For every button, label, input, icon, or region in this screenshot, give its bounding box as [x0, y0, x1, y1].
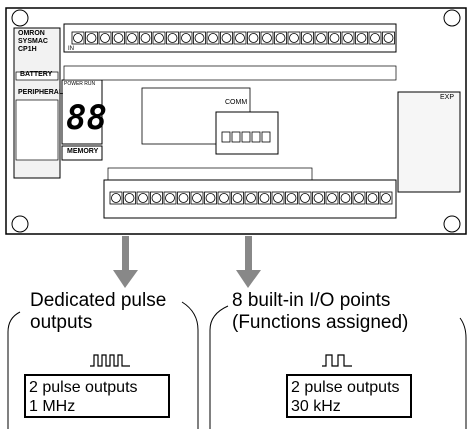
mount-hole-top-right	[443, 9, 461, 27]
exp-label: EXP	[440, 94, 455, 101]
arrow-left-shaft	[122, 236, 129, 272]
callout-left-box: 2 pulse outputs 1 MHz	[24, 374, 170, 418]
terminal-screw-head	[381, 193, 391, 203]
brand-line-3: CP1H	[18, 46, 37, 53]
terminal-screw-head	[235, 33, 245, 43]
terminal-screw-head	[313, 193, 324, 203]
callout-left-title-line2: outputs	[30, 312, 93, 333]
terminal-screw-head	[221, 33, 232, 43]
terminal-screw-head	[273, 193, 283, 203]
terminal-screw-head	[275, 33, 286, 43]
battery-cover	[15, 71, 59, 81]
memory-label: MEMORY	[67, 148, 99, 155]
seven-segment-display: 88	[66, 98, 107, 138]
top-terminal-screws	[71, 31, 395, 45]
pulse-waveform-icon	[322, 354, 352, 367]
terminal-screw-head	[340, 193, 351, 203]
brand-line-2: SYSMAC	[18, 38, 48, 45]
top-input-label: IN	[68, 46, 74, 52]
terminal-screw-head	[370, 33, 380, 43]
terminal-screw-head	[194, 33, 205, 43]
display-panel	[61, 79, 103, 145]
callout-right-box-line1: 2 pulse outputs	[291, 379, 400, 396]
terminal-screw-head	[178, 193, 189, 203]
callout-left-bracket	[7, 301, 199, 429]
terminal-screw-head	[383, 33, 394, 43]
callout-left-title: Dedicated pulse outputs	[30, 290, 166, 334]
peripheral-label: PERIPHERAL	[18, 89, 64, 96]
terminal-screw-head	[138, 193, 148, 203]
mount-hole-bottom-right	[443, 215, 461, 233]
memory-slot	[61, 145, 103, 161]
exp-connector	[397, 91, 461, 193]
battery-label: BATTERY	[20, 71, 53, 78]
callout-right-title: 8 built-in I/O points (Functions assigne…	[232, 290, 408, 334]
callout-right-bracket	[209, 305, 467, 429]
terminal-screw-head	[127, 33, 137, 43]
terminal-screw-head	[300, 193, 310, 203]
arrow-right-shaft	[245, 236, 252, 272]
terminal-screw-head	[289, 33, 299, 43]
terminal-screw-head	[165, 193, 175, 203]
peripheral-port	[15, 99, 59, 161]
callout-left-box-line2: 1 MHz	[29, 398, 76, 415]
terminal-screw-head	[356, 33, 367, 43]
comm-label: COMM	[225, 99, 248, 106]
terminal-screw-head	[151, 193, 162, 203]
callout-right-box: 2 pulse outputs 30 kHz	[286, 374, 412, 418]
terminal-screw-head	[248, 33, 259, 43]
callout-left-title-line1: Dedicated pulse	[30, 290, 167, 311]
terminal-screw-head	[100, 33, 110, 43]
terminal-screw-head	[181, 33, 191, 43]
comm-pin	[231, 131, 241, 143]
brand-label: OMRON SYSMAC CP1H	[18, 30, 48, 54]
terminal-screw-head	[259, 193, 270, 203]
bottom-terminal-screws	[109, 191, 393, 205]
terminal-screw-head	[316, 33, 326, 43]
terminal-screw-head	[343, 33, 353, 43]
comm-pins	[221, 131, 271, 143]
terminal-screw-head	[154, 33, 164, 43]
terminal-screw-head	[208, 33, 218, 43]
indicator-run: RUN	[84, 81, 96, 87]
callout-right-title-line2: (Functions assigned)	[232, 312, 409, 333]
terminal-screw-head	[327, 193, 337, 203]
terminal-screw-head	[113, 33, 124, 43]
terminal-screw-head	[302, 33, 313, 43]
terminal-screw-head	[192, 193, 202, 203]
terminal-screw-head	[354, 193, 364, 203]
brand-line-1: OMRON	[18, 30, 45, 37]
comm-pin	[221, 131, 231, 143]
terminal-screw-head	[73, 33, 83, 43]
terminal-screw-head	[140, 33, 151, 43]
terminal-screw-head	[367, 193, 378, 203]
terminal-screw-head	[262, 33, 272, 43]
terminal-screw-head	[219, 193, 229, 203]
terminal-screw-head	[111, 193, 121, 203]
terminal-screw-head	[167, 33, 178, 43]
pulse-waveform-icon	[90, 354, 130, 367]
callout-right-box-line2: 30 kHz	[291, 398, 341, 415]
terminal-screw-head	[329, 33, 340, 43]
terminal-screw-head	[124, 193, 135, 203]
terminal-screw-head	[86, 33, 97, 43]
comm-pin	[241, 131, 251, 143]
comm-pin	[261, 131, 271, 143]
arrow-right-head	[236, 270, 261, 288]
terminal-screw-head	[286, 193, 297, 203]
indicator-labels: POWER RUN	[64, 82, 104, 87]
terminal-screw-head	[232, 193, 243, 203]
top-terminal-labels	[63, 65, 397, 81]
comm-pin	[251, 131, 261, 143]
arrow-left-head	[113, 270, 138, 288]
mount-hole-bottom-left	[11, 215, 29, 233]
callout-left-box-line1: 2 pulse outputs	[29, 379, 138, 396]
callout-right-title-line1: 8 built-in I/O points	[232, 290, 391, 311]
mount-hole-top-left	[11, 9, 29, 27]
indicator-power: POWER	[64, 81, 83, 87]
terminal-screw-head	[205, 193, 216, 203]
terminal-screw-head	[246, 193, 256, 203]
